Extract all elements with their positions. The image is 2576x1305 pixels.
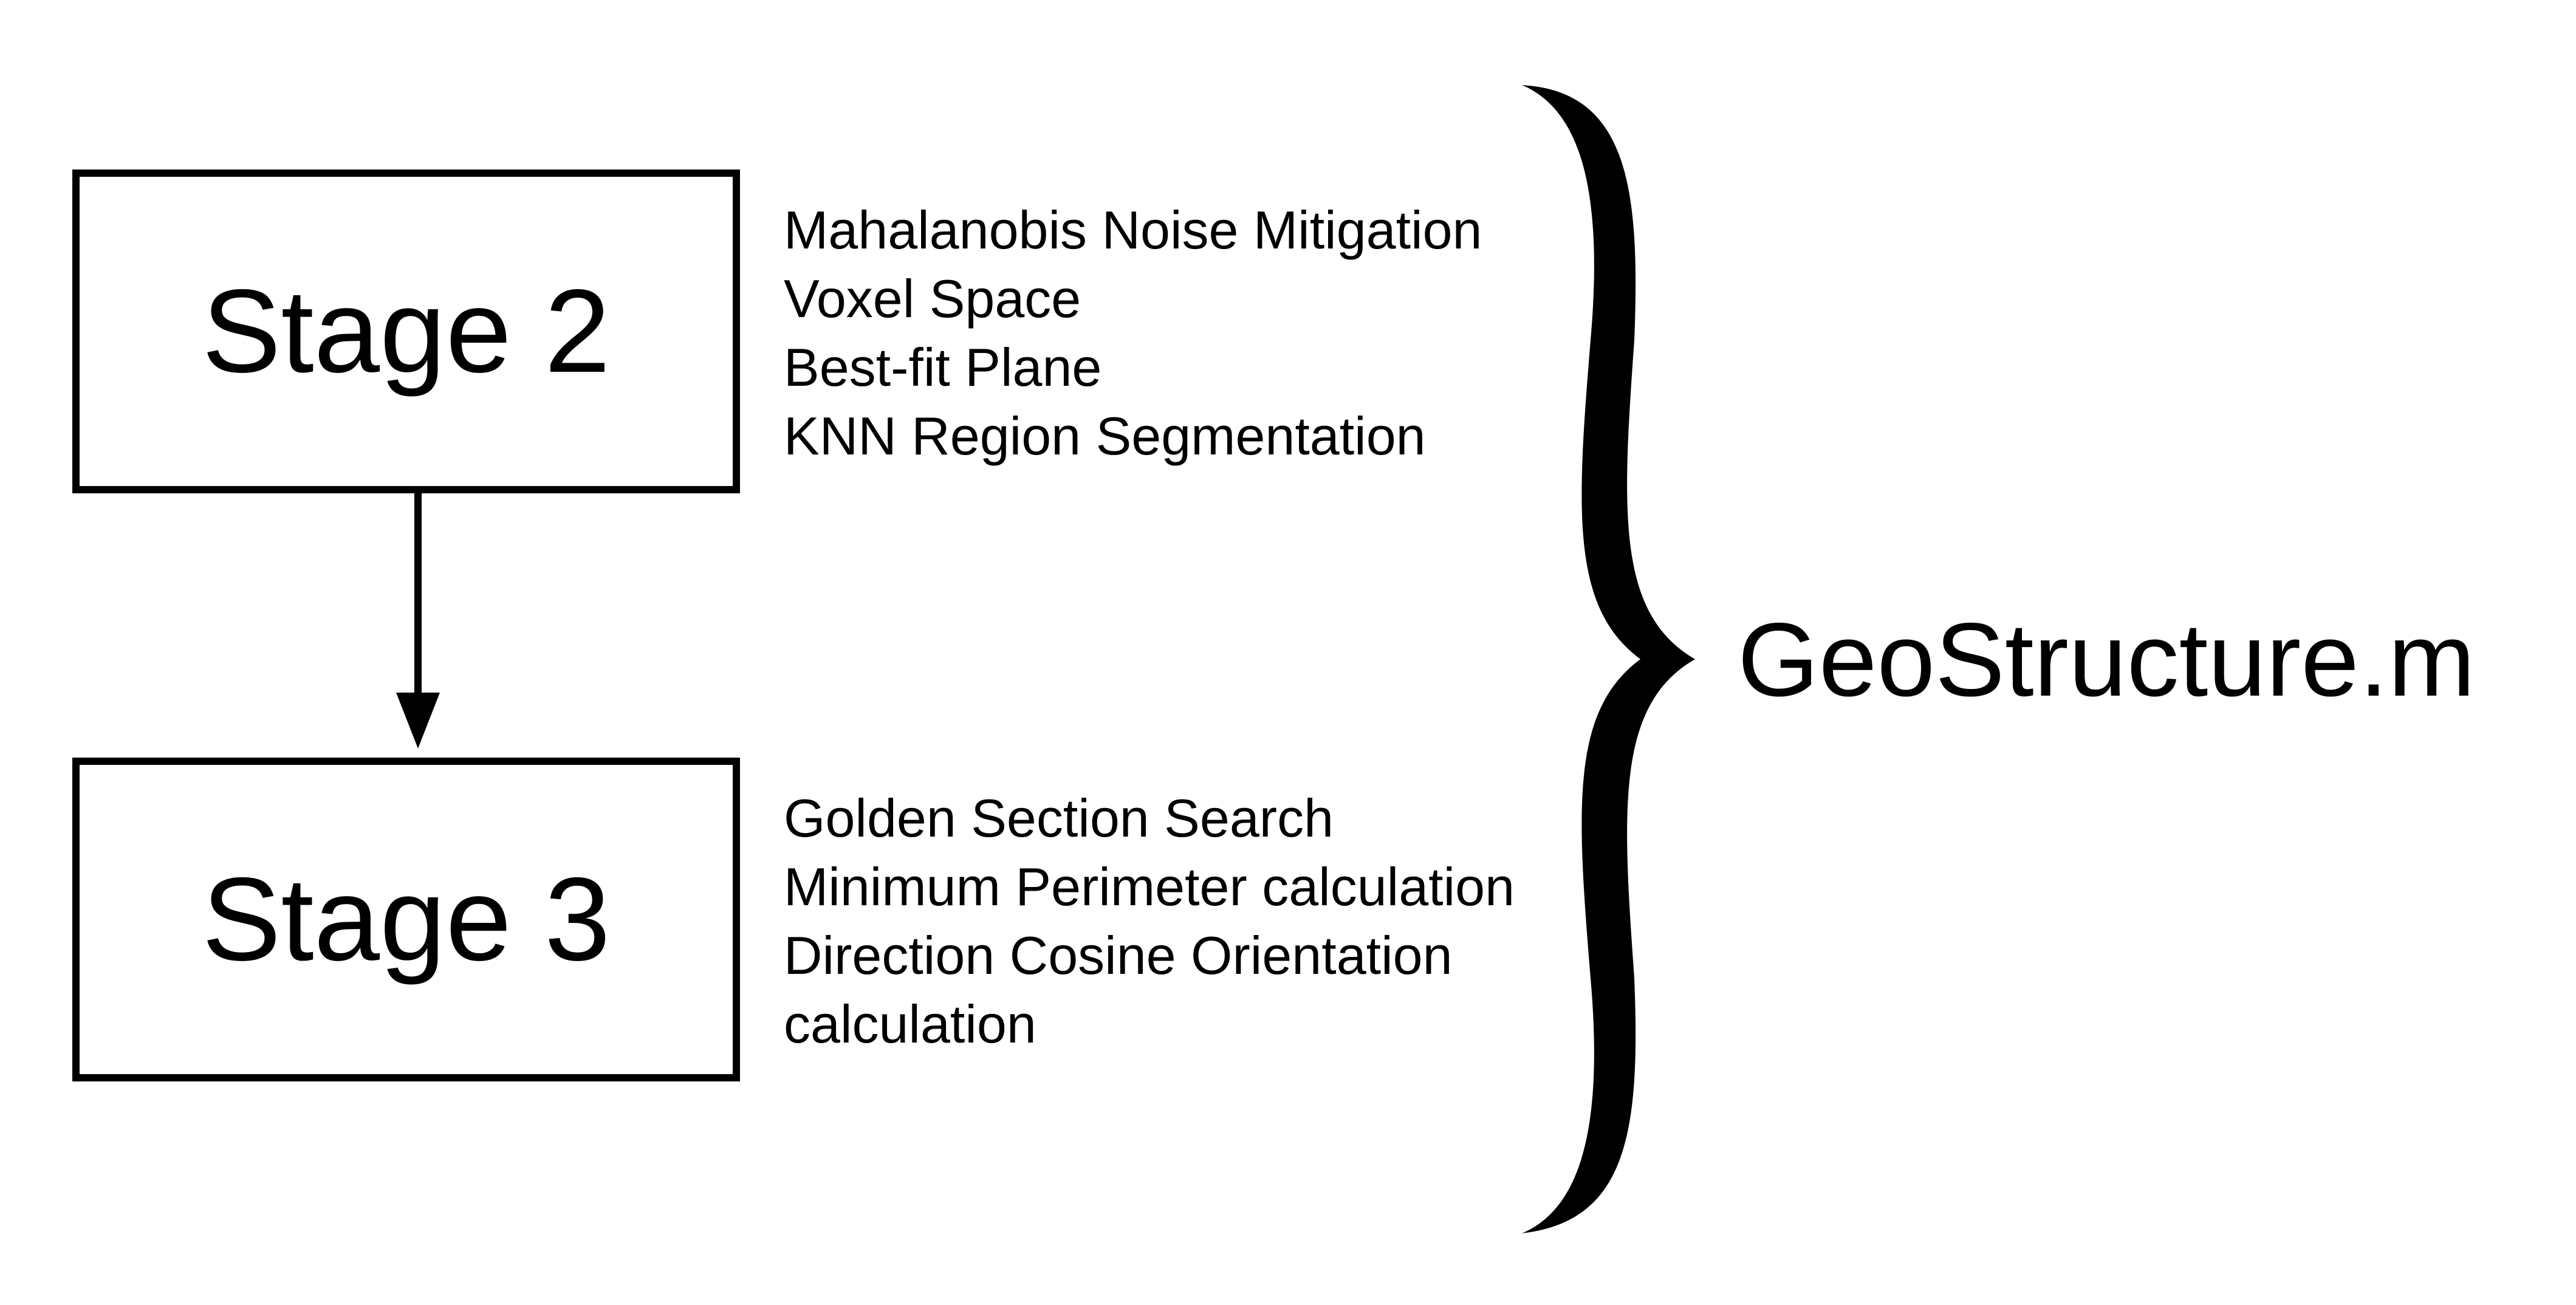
stage-3-step-list: Golden Section Search Minimum Perimeter … (784, 784, 1515, 1058)
stage-3-box: Stage 3 (72, 758, 740, 1081)
stage-3-label: Stage 3 (202, 853, 611, 985)
stage-3-step: Golden Section Search (784, 788, 1334, 848)
stage-2-step: KNN Region Segmentation (784, 406, 1426, 466)
stage-2-step: Best-fit Plane (784, 337, 1102, 397)
stage-3-step: Minimum Perimeter calculation (784, 857, 1515, 917)
stage-2-label: Stage 2 (202, 265, 611, 397)
stage-2-box: Stage 2 (72, 170, 740, 493)
stage-2-step: Voxel Space (784, 269, 1081, 329)
curly-brace (1522, 85, 1695, 1233)
stage-2-step: Mahalanobis Noise Mitigation (784, 200, 1482, 260)
stage-3-step: Direction Cosine Orientation (784, 925, 1453, 985)
stage-arrow-head (396, 693, 440, 748)
output-file-label: GeoStructure.m (1738, 601, 2475, 718)
stage-3-step: calculation (784, 994, 1036, 1054)
stage-2-step-list: Mahalanobis Noise Mitigation Voxel Space… (784, 196, 1482, 470)
